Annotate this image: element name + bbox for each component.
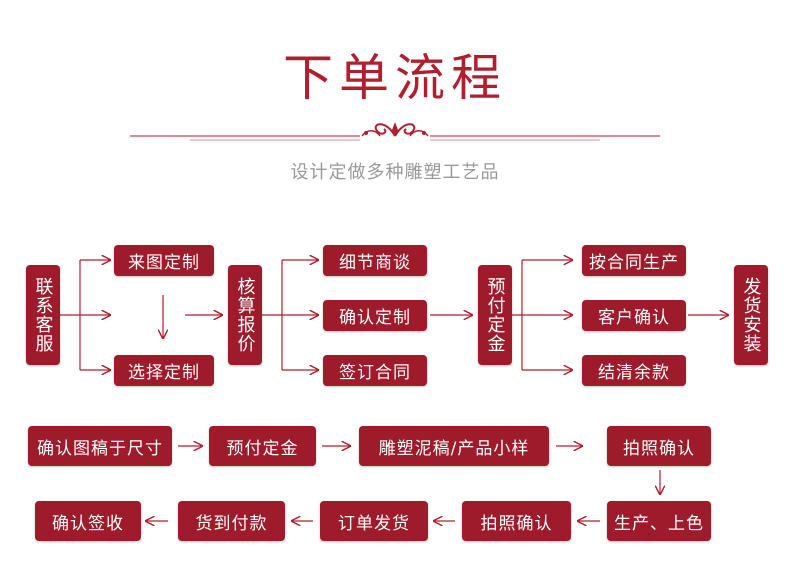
step-confirm-size: 确认图稿于尺寸 bbox=[28, 426, 172, 466]
step-payment: 货到付款 bbox=[178, 501, 285, 541]
step-client-confirm: 客户确认 bbox=[582, 300, 686, 331]
step-sample: 雕塑泥稿/产品小样 bbox=[359, 426, 549, 466]
step-contact-service: 联系客服 bbox=[26, 265, 60, 365]
step-deposit: 预付定金 bbox=[478, 265, 512, 365]
step-produce-contract: 按合同生产 bbox=[582, 245, 686, 276]
step-order-ship: 订单发货 bbox=[320, 501, 428, 541]
page-title: 下单流程 bbox=[283, 49, 507, 107]
step-contract: 签订合同 bbox=[323, 355, 427, 386]
step-choose-custom: 选择定制 bbox=[114, 355, 214, 386]
step-negotiate: 细节商谈 bbox=[323, 245, 427, 276]
step-deposit-2: 预付定金 bbox=[209, 426, 316, 466]
step-ship-install: 发货安装 bbox=[734, 265, 768, 365]
page-subtitle: 设计定做多种雕塑工艺品 bbox=[290, 162, 500, 183]
step-photo-confirm: 拍照确认 bbox=[607, 426, 711, 466]
divider-ornament bbox=[130, 122, 660, 141]
step-receive: 确认签收 bbox=[35, 501, 141, 541]
step-photo-confirm-2: 拍照确认 bbox=[462, 501, 571, 541]
step-balance: 结清余款 bbox=[582, 355, 686, 386]
step-quote: 核算报价 bbox=[228, 265, 262, 365]
step-confirm-custom: 确认定制 bbox=[323, 300, 427, 331]
step-produce-color: 生产、上色 bbox=[607, 501, 711, 541]
step-drawing-custom: 来图定制 bbox=[114, 245, 214, 276]
